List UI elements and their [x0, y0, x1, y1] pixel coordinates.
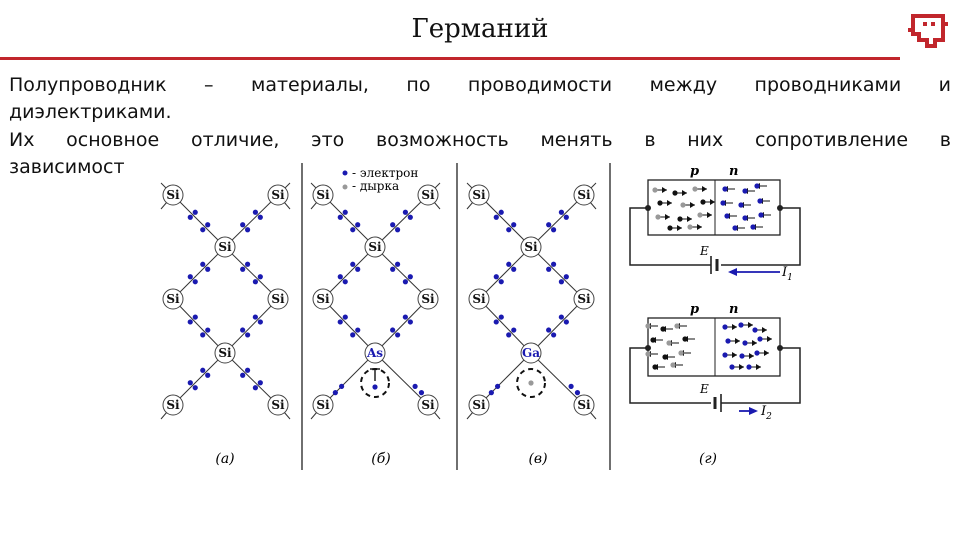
label-i2: I2: [760, 404, 772, 422]
pn-junction-reverse: p n E I2: [629, 302, 801, 422]
label-i1: I1: [781, 265, 793, 283]
label-p-top: p: [690, 164, 699, 179]
atom-si-label: Si: [524, 240, 538, 254]
slide-title: Германий: [411, 14, 549, 44]
atom-si: [214, 342, 236, 364]
atom-si-label: Si: [577, 188, 591, 202]
atom-si: [267, 288, 289, 310]
atom-si: [162, 184, 184, 206]
atom-as-label: As: [366, 346, 383, 360]
atom-si: [573, 184, 595, 206]
atom-si-label: Si: [166, 398, 180, 412]
legend-electron: - электрон: [352, 166, 418, 180]
atom-si: [573, 288, 595, 310]
label-p-bottom: p: [690, 302, 699, 317]
caption-a: (а): [215, 451, 234, 467]
atom-si: [214, 236, 236, 258]
atom-si: [520, 236, 542, 258]
legend-hole: - дырка: [352, 179, 399, 193]
atom-si-label: Si: [166, 188, 180, 202]
atom-si: [417, 288, 439, 310]
atom-si: [468, 184, 490, 206]
atom-si-label: Si: [472, 398, 486, 412]
hole-ring: [516, 368, 546, 398]
atom-ga: [520, 342, 542, 364]
atom-si: [573, 394, 595, 416]
atom-si: [468, 394, 490, 416]
label-emf-top: E: [699, 244, 709, 258]
atom-si: [267, 394, 289, 416]
atom-si-label: Si: [316, 398, 330, 412]
title-underline: [0, 57, 900, 60]
atom-si-label: Si: [218, 240, 232, 254]
atom-si-label: Si: [421, 398, 435, 412]
atom-si-label: Si: [271, 292, 285, 306]
atom-si: [312, 184, 334, 206]
atom-si: [417, 184, 439, 206]
caption-g: (г): [699, 451, 717, 467]
paragraph-1-line-1: Полупроводник – материалы, по проводимос…: [9, 74, 951, 96]
atom-ga-label: Ga: [522, 346, 540, 360]
atom-si-label: Si: [577, 398, 591, 412]
atom-si-label: Si: [316, 292, 330, 306]
paragraph-1-line-2: диэлектриками.: [9, 101, 172, 123]
paragraph-2-line-1: Их основное отличие, это возможность мен…: [9, 129, 951, 151]
atom-si: [312, 394, 334, 416]
atom-si-label: Si: [218, 346, 232, 360]
pn-junction-forward: p n E I1: [629, 164, 801, 283]
atom-si-label: Si: [316, 188, 330, 202]
atom-si: [162, 288, 184, 310]
atom-si-label: Si: [472, 292, 486, 306]
label-emf-bottom: E: [699, 382, 709, 396]
atom-si-label: Si: [472, 188, 486, 202]
logo-icon: [908, 14, 948, 48]
atom-si-label: Si: [577, 292, 591, 306]
atom-si-label: Si: [166, 292, 180, 306]
atom-si-label: Si: [271, 398, 285, 412]
atom-as: [364, 342, 386, 364]
label-n-bottom: n: [729, 302, 738, 317]
atom-si-label: Si: [368, 240, 382, 254]
atom-si-label: Si: [421, 292, 435, 306]
atom-si-label: Si: [421, 188, 435, 202]
atom-si: [312, 288, 334, 310]
label-n-top: n: [729, 164, 738, 179]
caption-v: (в): [528, 451, 547, 467]
atom-si: [267, 184, 289, 206]
atom-si: [468, 288, 490, 310]
caption-b: (б): [371, 451, 390, 467]
atom-si: [162, 394, 184, 416]
paragraph-2-line-2: зависимост: [9, 156, 125, 178]
atom-si-label: Si: [271, 188, 285, 202]
atom-si: [364, 236, 386, 258]
atom-si: [417, 394, 439, 416]
